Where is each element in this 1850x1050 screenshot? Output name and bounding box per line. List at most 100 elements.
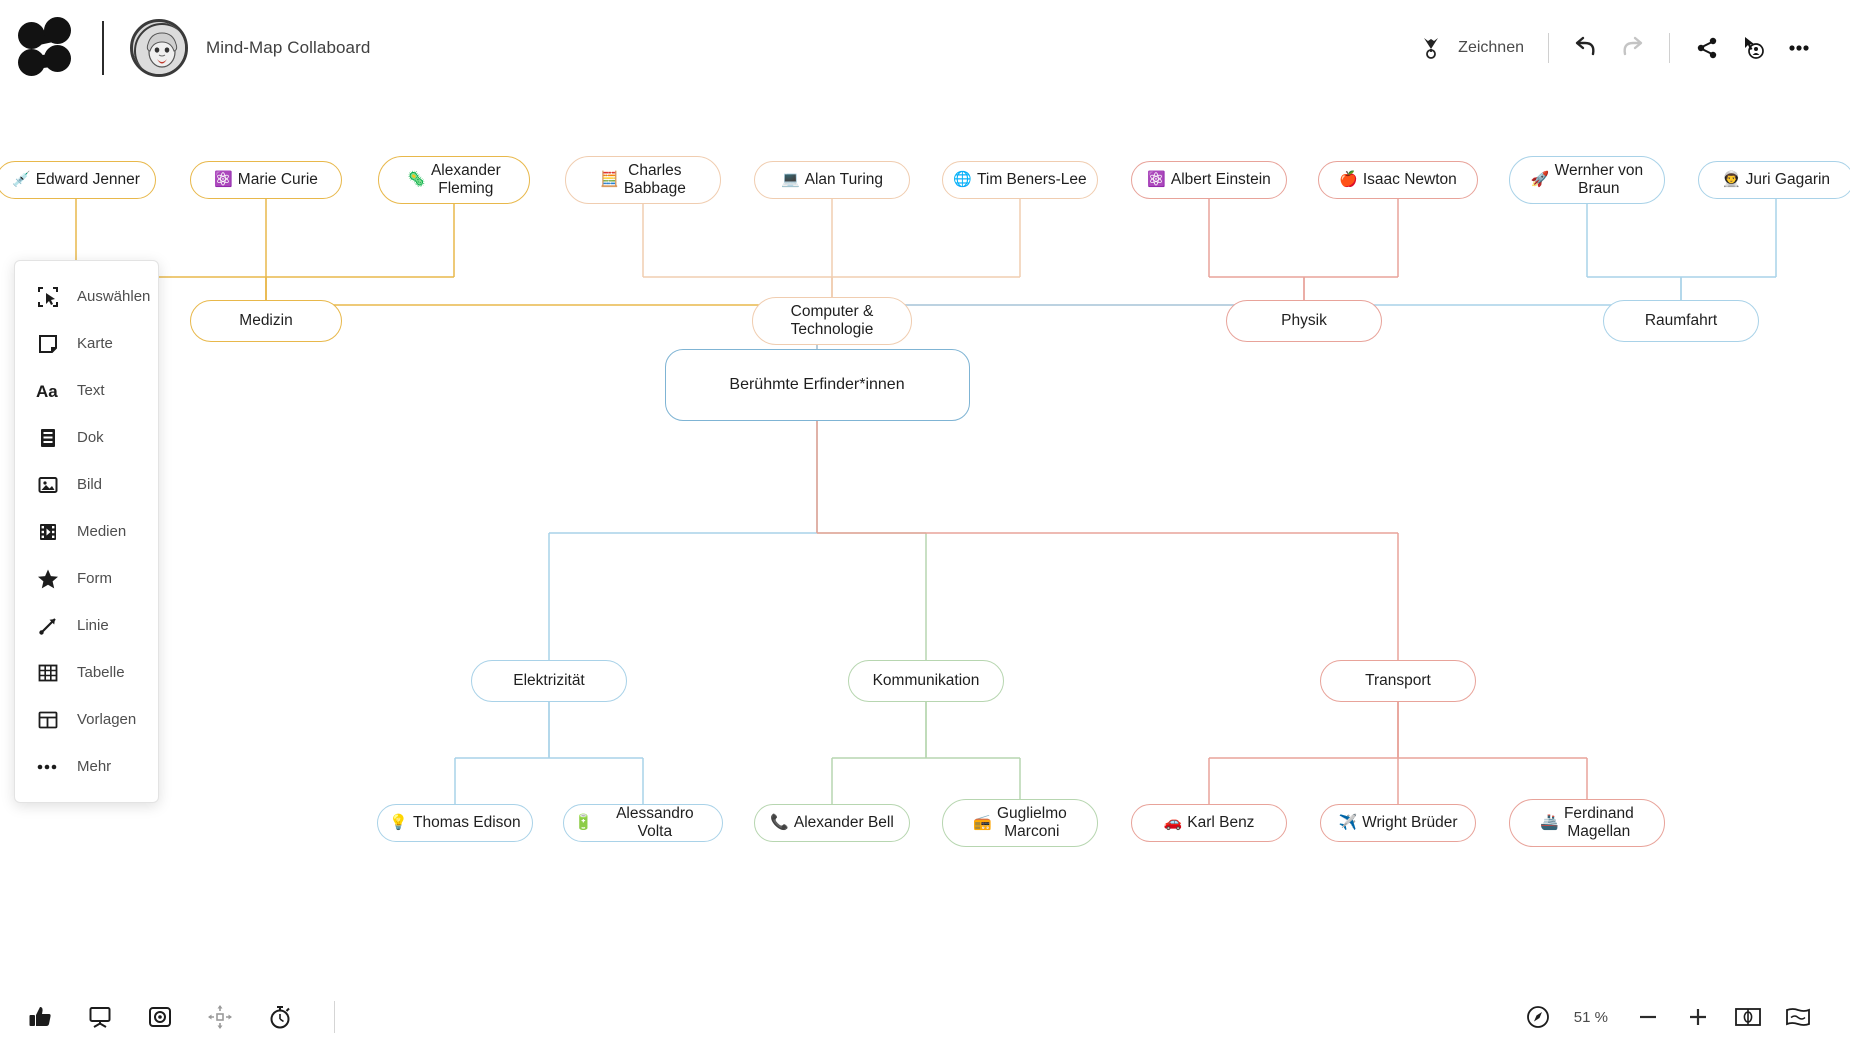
tool-label: Text <box>77 382 105 399</box>
mindmap-leaf-1[interactable]: ⚛️Marie Curie <box>190 161 342 199</box>
minus-icon[interactable] <box>1626 995 1670 1039</box>
collaboard-logo-icon[interactable] <box>18 16 80 79</box>
status-bar-left <box>0 995 335 1039</box>
mindmap-leaf-12[interactable]: 📞Alexander Bell <box>754 804 910 842</box>
mindmap-leaf-11[interactable]: 🔋Alessandro Volta <box>563 804 723 842</box>
tool-form[interactable]: Form <box>15 555 158 602</box>
tool-vorlagen[interactable]: Vorlagen <box>15 696 158 743</box>
node-label: Albert Einstein <box>1170 171 1271 189</box>
more-horizontal-icon <box>35 754 61 780</box>
node-label: Thomas Edison <box>412 814 521 832</box>
image-icon <box>35 472 61 498</box>
pen-draw-icon[interactable] <box>1408 25 1454 71</box>
line-arrow-icon <box>35 613 61 639</box>
mindmap-branch-3[interactable]: Raumfahrt <box>1603 300 1759 342</box>
mindmap-leaf-13[interactable]: 📻Guglielmo Marconi <box>942 799 1098 847</box>
node-label: Juri Gagarin <box>1745 171 1831 189</box>
mindmap-root-node[interactable]: Berühmte Erfinder*innen <box>664 349 970 421</box>
draw-mode-label[interactable]: Zeichnen <box>1458 38 1524 56</box>
einstein-avatar-icon[interactable] <box>130 18 188 77</box>
tool-label: Vorlagen <box>77 711 137 728</box>
node-label: Alexander Fleming <box>430 162 501 197</box>
text-aa-icon: Aa <box>35 378 61 404</box>
status-bar-divider <box>334 1001 335 1033</box>
more-horizontal-icon[interactable] <box>1776 25 1822 71</box>
mindmap-branch-1[interactable]: Computer & Technologie <box>752 297 912 345</box>
node-emoji-icon: 💻 <box>780 171 800 189</box>
mindmap-canvas[interactable]: Berühmte Erfinder*innen Medizin Computer &… <box>0 95 1850 985</box>
mindmap-connectors <box>75 199 1777 804</box>
mindmap-branch-0[interactable]: Medizin <box>190 300 342 342</box>
page-title: Mind-Map Collaboard <box>206 37 371 57</box>
mindmap-leaf-8[interactable]: 🚀Wernher von Braun <box>1509 156 1665 204</box>
mindmap-leaf-5[interactable]: 🌐Tim Beners-Lee <box>942 161 1098 199</box>
mindmap-leaf-3[interactable]: 🧮Charles Babbage <box>565 156 721 204</box>
mindmap-branch-4[interactable]: Elektrizität <box>471 660 627 702</box>
header-separator-1 <box>1548 32 1549 63</box>
node-label: Kommunikation <box>872 672 980 690</box>
presentation-screen-icon[interactable] <box>78 995 122 1039</box>
compass-navigate-icon[interactable] <box>1516 995 1560 1039</box>
timer-stopwatch-icon[interactable] <box>258 995 302 1039</box>
mindmap-leaf-9[interactable]: 👨‍🚀Juri Gagarin <box>1698 161 1850 199</box>
node-label: Ferdinand Magellan <box>1563 805 1634 840</box>
zoom-level-label: 51 % <box>1573 1008 1608 1026</box>
app-header: Mind-Map Collaboard Zeichnen <box>0 0 1850 95</box>
mindmap-leaf-6[interactable]: ⚛️Albert Einstein <box>1131 161 1287 199</box>
document-icon <box>35 425 61 451</box>
tool-karte[interactable]: Karte <box>15 320 158 367</box>
status-bar-right: 51 % <box>1516 995 1850 1039</box>
redo-arrow-icon[interactable] <box>1609 25 1655 71</box>
mindmap-branch-5[interactable]: Kommunikation <box>848 660 1004 702</box>
tool-tabelle[interactable]: Tabelle <box>15 649 158 696</box>
tool-text[interactable]: Aa Text <box>15 367 158 414</box>
node-emoji-icon: 💡 <box>389 814 408 832</box>
tool-label: Tabelle <box>77 664 125 681</box>
fit-to-screen-icon[interactable] <box>1726 995 1770 1039</box>
thumbs-up-icon[interactable] <box>18 995 62 1039</box>
mindmap-branch-2[interactable]: Physik <box>1226 300 1382 342</box>
node-label: Wright Brüder <box>1362 814 1458 832</box>
mindmap-branch-6[interactable]: Transport <box>1320 660 1476 702</box>
node-emoji-icon: 🔋 <box>574 814 593 832</box>
node-emoji-icon: ⚛️ <box>1147 171 1166 189</box>
mindmap-leaf-4[interactable]: 💻Alan Turing <box>754 161 910 199</box>
node-label: Computer & Technologie <box>790 303 874 338</box>
focus-target-icon[interactable] <box>138 995 182 1039</box>
status-bar: 51 % <box>0 984 1850 1050</box>
node-label: Edward Jenner <box>35 171 140 189</box>
tool-medien[interactable]: Medien <box>15 508 158 555</box>
node-label: Elektrizität <box>513 672 585 690</box>
mindmap-leaf-0[interactable]: 💉Edward Jenner <box>0 161 156 199</box>
node-label: Physik <box>1281 312 1327 330</box>
tool-dok[interactable]: Dok <box>15 414 158 461</box>
plus-icon[interactable] <box>1676 995 1720 1039</box>
tool-label: Dok <box>77 429 104 446</box>
node-emoji-icon: 🚗 <box>1163 814 1183 832</box>
minimap-icon[interactable] <box>1776 995 1820 1039</box>
pan-move-icon[interactable] <box>198 995 242 1039</box>
mindmap-leaf-7[interactable]: 🍎Isaac Newton <box>1318 161 1478 199</box>
cursor-user-icon[interactable] <box>1730 25 1776 71</box>
tool-label: Form <box>77 570 112 587</box>
tool-bild[interactable]: Bild <box>15 461 158 508</box>
mindmap-leaf-2[interactable]: 🦠Alexander Fleming <box>378 156 530 204</box>
node-emoji-icon: ⚛️ <box>214 171 233 189</box>
mindmap-leaf-10[interactable]: 💡Thomas Edison <box>377 804 533 842</box>
mindmap-leaf-15[interactable]: ✈️Wright Brüder <box>1320 804 1476 842</box>
undo-arrow-icon[interactable] <box>1563 25 1609 71</box>
node-emoji-icon: 💉 <box>12 171 31 189</box>
node-emoji-icon: 📻 <box>973 814 992 832</box>
tool-label: Auswählen <box>77 288 151 305</box>
node-label: Karl Benz <box>1187 814 1255 832</box>
tool-mehr[interactable]: Mehr <box>15 743 158 790</box>
tool-linie[interactable]: Linie <box>15 602 158 649</box>
node-label: Raumfahrt <box>1644 312 1718 330</box>
mindmap-leaf-16[interactable]: 🚢Ferdinand Magellan <box>1509 799 1665 847</box>
node-label: Wernher von Braun <box>1554 162 1644 197</box>
node-label: Tim Beners-Lee <box>976 171 1087 189</box>
header-separator-2 <box>1669 32 1670 63</box>
share-nodes-icon[interactable] <box>1684 25 1730 71</box>
tool-auswaehlen[interactable]: Auswählen <box>15 273 158 320</box>
mindmap-leaf-14[interactable]: 🚗Karl Benz <box>1131 804 1287 842</box>
